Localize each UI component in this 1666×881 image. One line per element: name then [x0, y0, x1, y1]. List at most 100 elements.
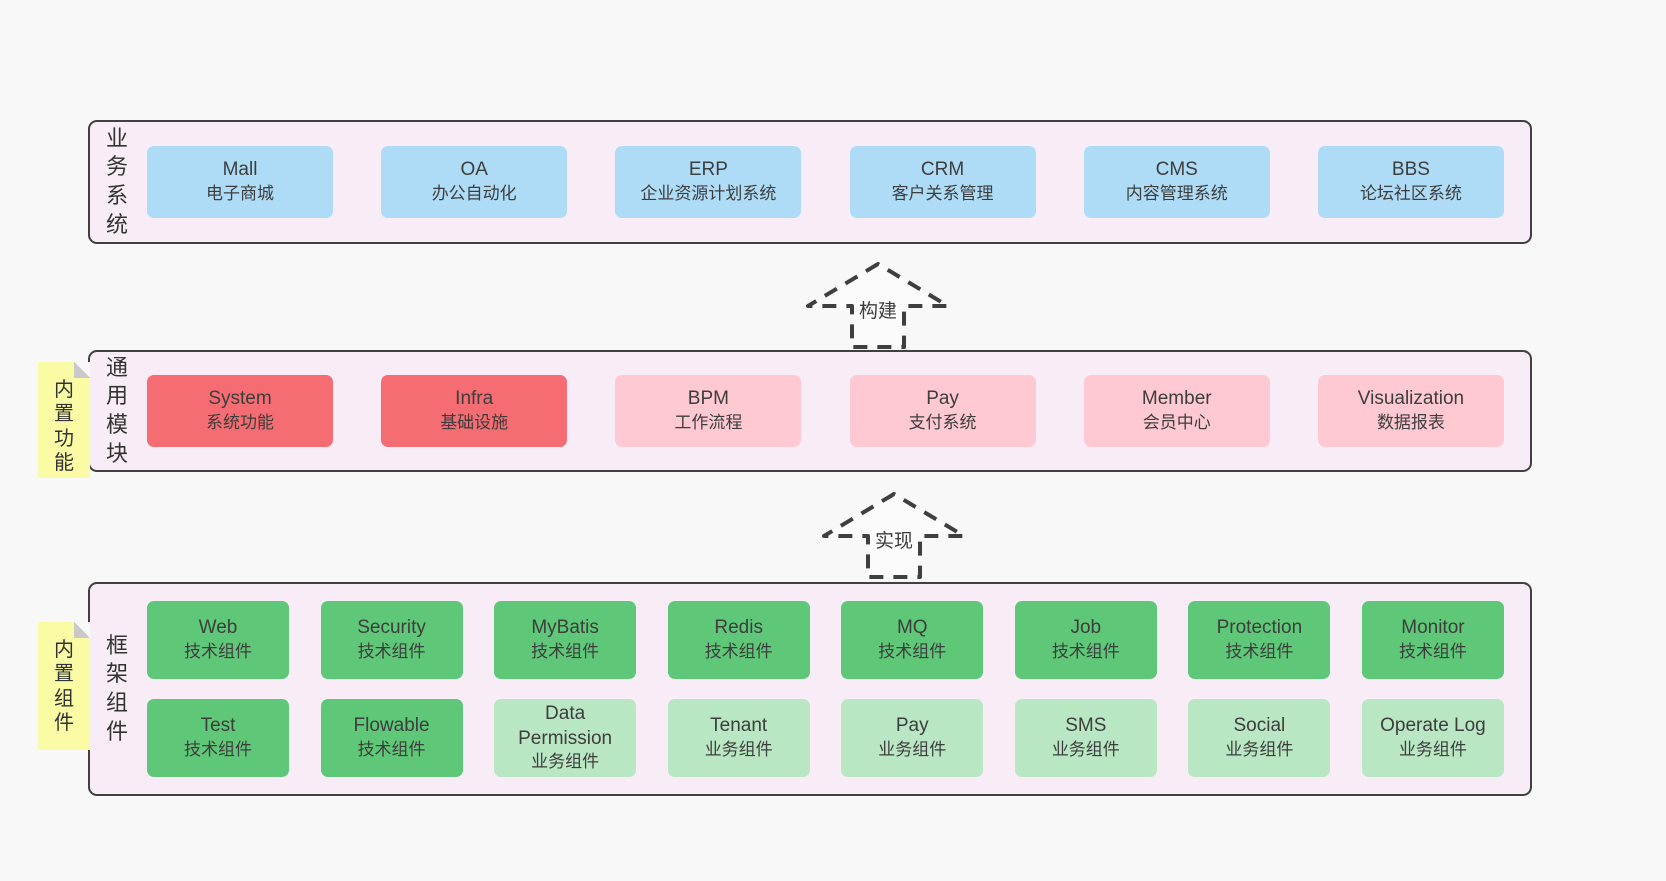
box-flowable-name: Flowable	[353, 715, 430, 737]
band-modules-content: System 系统功能 Infra 基础设施 BPM 工作流程 Pay 支付系统…	[131, 375, 1530, 447]
band-components-label: 框架组件	[105, 632, 128, 744]
folded-corner-icon	[74, 362, 90, 378]
band-business-systems: 业务系统 Mall 电子商城 OA 办公自动化 ERP 企业资源计划系统 CRM…	[88, 120, 1532, 244]
box-redis: Redis 技术组件	[667, 601, 810, 679]
components-box-row-1: Web 技术组件 Security 技术组件 MyBatis 技术组件 Redi…	[147, 601, 1504, 679]
box-erp: ERP 企业资源计划系统	[615, 146, 802, 218]
box-oa-desc: 办公自动化	[431, 183, 517, 203]
box-system-desc: 系统功能	[206, 412, 274, 432]
box-data-permission: Data Permission 业务组件	[494, 699, 637, 777]
box-web-name: Web	[198, 617, 238, 639]
box-infra-desc: 基础设施	[440, 412, 509, 432]
box-visualization-desc: 数据报表	[1376, 412, 1445, 432]
sticky-builtin-components-label: 内置组件	[54, 639, 74, 735]
arrow-build: 构建	[803, 260, 953, 350]
box-protection-desc: 技术组件	[1225, 641, 1294, 661]
box-member-desc: 会员中心	[1142, 412, 1211, 432]
box-crm-name: CRM	[920, 159, 965, 181]
folded-corner-icon	[74, 622, 90, 638]
box-mybatis: MyBatis 技术组件	[494, 601, 637, 679]
box-flowable-desc: 技术组件	[357, 739, 426, 759]
box-member-name: Member	[1141, 388, 1212, 410]
box-security-desc: 技术组件	[357, 641, 426, 661]
band-business-content: Mall 电子商城 OA 办公自动化 ERP 企业资源计划系统 CRM 客户关系…	[131, 146, 1530, 218]
box-infra-name: Infra	[455, 388, 494, 410]
box-mq-desc: 技术组件	[878, 641, 947, 661]
box-operate-log-desc: 业务组件	[1398, 739, 1467, 759]
box-erp-desc: 企业资源计划系统	[640, 183, 777, 203]
box-mall: Mall 电子商城	[147, 146, 333, 218]
box-redis-desc: 技术组件	[704, 641, 773, 661]
box-test-name: Test	[200, 715, 236, 737]
box-data-permission-name: Data Permission	[518, 702, 613, 749]
box-cms-desc: 内容管理系统	[1125, 183, 1228, 203]
arrow-implement-label: 实现	[871, 526, 917, 553]
box-visualization-name: Visualization	[1357, 388, 1465, 410]
box-oa: OA 办公自动化	[381, 146, 568, 218]
sticky-note-builtin-components: 内置组件	[38, 622, 90, 750]
box-bbs-desc: 论坛社区系统	[1359, 183, 1462, 203]
box-test-desc: 技术组件	[184, 739, 252, 759]
box-bpm-name: BPM	[687, 388, 729, 410]
box-mybatis-name: MyBatis	[531, 617, 599, 639]
box-monitor-name: Monitor	[1401, 617, 1465, 639]
box-operate-log: Operate Log 业务组件	[1361, 699, 1504, 777]
box-protection: Protection 技术组件	[1188, 601, 1331, 679]
box-sms: SMS 业务组件	[1014, 699, 1157, 777]
box-mq: MQ 技术组件	[841, 601, 984, 679]
business-box-row: Mall 电子商城 OA 办公自动化 ERP 企业资源计划系统 CRM 客户关系…	[147, 146, 1504, 218]
box-social-name: Social	[1233, 715, 1286, 737]
band-business-label: 业务系统	[105, 125, 128, 237]
band-common-modules: 内置功能 通用模块 System 系统功能 Infra 基础设施 BPM 工作流…	[38, 350, 1532, 478]
box-pay-component-name: Pay	[895, 715, 929, 737]
box-job-desc: 技术组件	[1051, 641, 1120, 661]
box-job: Job 技术组件	[1014, 601, 1157, 679]
box-pay-module: Pay 支付系统	[849, 375, 1036, 447]
box-cms-name: CMS	[1155, 159, 1198, 181]
box-erp-name: ERP	[688, 159, 728, 181]
band-components-content: Web 技术组件 Security 技术组件 MyBatis 技术组件 Redi…	[131, 601, 1530, 777]
modules-box-row: System 系统功能 Infra 基础设施 BPM 工作流程 Pay 支付系统…	[147, 375, 1504, 447]
box-mq-name: MQ	[896, 617, 928, 639]
box-data-permission-desc: 业务组件	[531, 752, 600, 772]
box-protection-name: Protection	[1216, 617, 1303, 639]
box-job-name: Job	[1070, 617, 1102, 639]
box-pay-component-desc: 业务组件	[878, 739, 947, 759]
box-system-name: System	[208, 388, 272, 410]
box-web-desc: 技术组件	[184, 641, 252, 661]
box-security-name: Security	[357, 617, 426, 639]
box-tenant-desc: 业务组件	[704, 739, 773, 759]
box-bpm: BPM 工作流程	[615, 375, 802, 447]
box-system: System 系统功能	[147, 375, 333, 447]
box-security: Security 技术组件	[320, 601, 463, 679]
box-oa-name: OA	[460, 159, 488, 181]
box-flowable: Flowable 技术组件	[320, 699, 463, 777]
box-social: Social 业务组件	[1188, 699, 1331, 777]
box-crm: CRM 客户关系管理	[849, 146, 1036, 218]
box-operate-log-name: Operate Log	[1380, 715, 1486, 737]
box-bpm-desc: 工作流程	[674, 412, 743, 432]
arrow-build-label: 构建	[855, 296, 901, 323]
box-web: Web 技术组件	[147, 601, 289, 679]
box-bbs-name: BBS	[1391, 159, 1430, 181]
box-infra: Infra 基础设施	[381, 375, 568, 447]
box-member: Member 会员中心	[1083, 375, 1270, 447]
band-modules-label: 通用模块	[105, 354, 128, 466]
band-framework-components: 内置组件 框架组件 Web 技术组件 Security 技术组件 MyBatis…	[38, 582, 1532, 796]
box-crm-desc: 客户关系管理	[891, 183, 994, 203]
box-mall-name: Mall	[222, 159, 258, 181]
box-pay-module-desc: 支付系统	[908, 412, 977, 432]
box-sms-desc: 业务组件	[1051, 739, 1120, 759]
box-mybatis-desc: 技术组件	[531, 641, 600, 661]
box-sms-name: SMS	[1065, 715, 1107, 737]
box-mall-desc: 电子商城	[206, 183, 274, 203]
box-tenant: Tenant 业务组件	[667, 699, 810, 777]
box-pay-module-name: Pay	[926, 388, 959, 410]
box-tenant-name: Tenant	[710, 715, 768, 737]
box-bbs: BBS 论坛社区系统	[1317, 146, 1504, 218]
components-box-row-2: Test 技术组件 Flowable 技术组件 Data Permission …	[147, 699, 1504, 777]
box-pay-component: Pay 业务组件	[841, 699, 984, 777]
box-test: Test 技术组件	[147, 699, 289, 777]
box-cms: CMS 内容管理系统	[1083, 146, 1270, 218]
sticky-builtin-features-label: 内置功能	[54, 379, 74, 475]
